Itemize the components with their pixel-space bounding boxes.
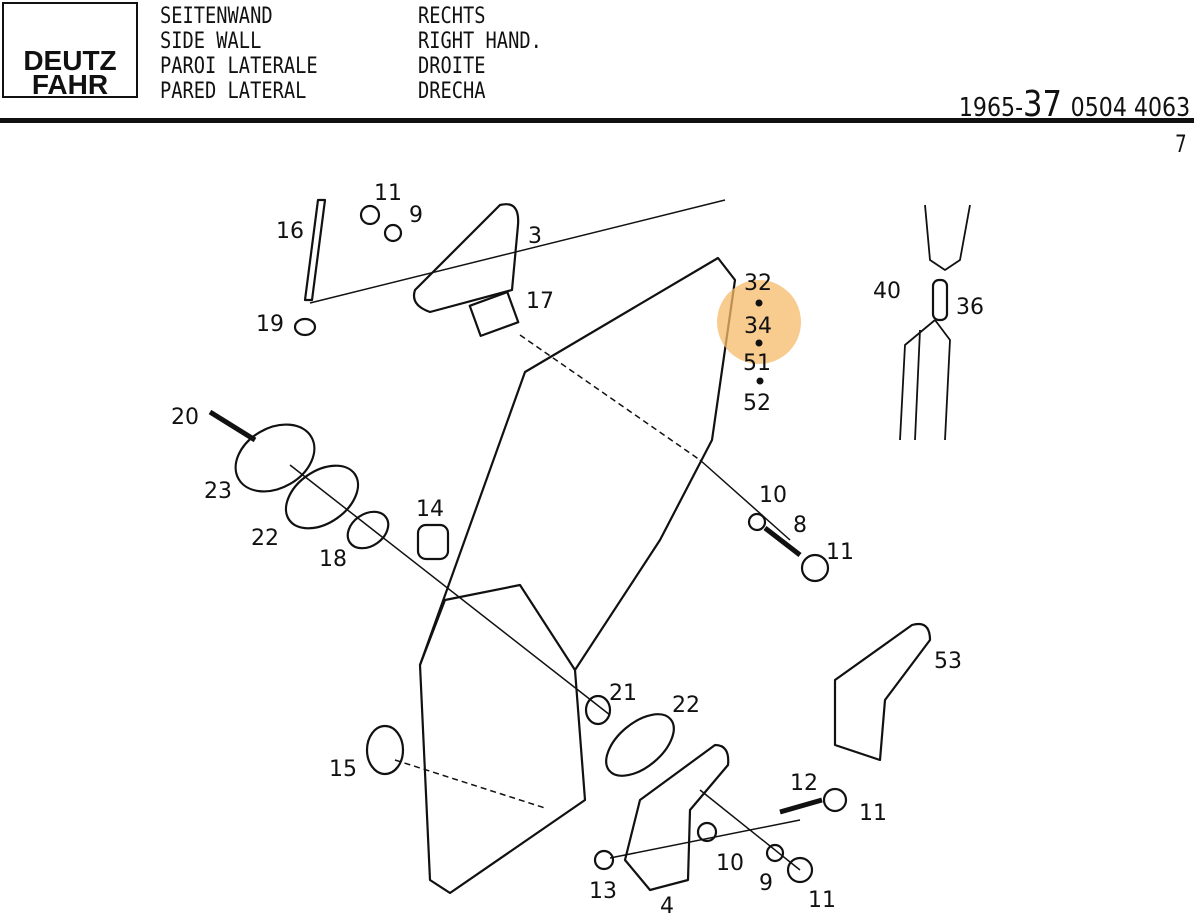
logo-line-1: DEUTZ (23, 45, 117, 76)
seal-dot-32 (755, 299, 763, 307)
nut-11c (822, 787, 848, 813)
strut-end-36 (931, 278, 949, 322)
callout-11[interactable]: 11 (808, 888, 836, 913)
deutz-fahr-logo: DEUTZ FAHR (2, 2, 138, 100)
title-block: SEITENWAND SIDE WALL PAROI LATERALE PARE… (160, 4, 318, 104)
washer-10b (696, 821, 718, 843)
nut-11 (359, 204, 381, 226)
callout-14[interactable]: 14 (416, 497, 444, 522)
rubber-insert-17 (468, 291, 520, 337)
title-en: SIDE WALL (160, 29, 262, 54)
cap-nut-11 (800, 553, 830, 583)
side-de: RECHTS (418, 4, 486, 29)
panel-lower-section (418, 583, 576, 671)
callout-10[interactable]: 10 (716, 851, 744, 876)
grommet-15 (365, 724, 405, 776)
leader-line (309, 199, 726, 304)
callout-8[interactable]: 8 (793, 513, 807, 538)
axis-line (519, 334, 701, 461)
callout-52[interactable]: 52 (743, 391, 771, 416)
clip-19 (293, 317, 317, 337)
bracket-53 (833, 622, 932, 762)
axis-line (699, 459, 791, 541)
highlight-marker (717, 280, 801, 364)
callout-23[interactable]: 23 (204, 479, 232, 504)
bolt-8 (763, 526, 802, 557)
callout-10[interactable]: 10 (759, 483, 787, 508)
callout-32[interactable]: 32 (744, 271, 772, 296)
callout-53[interactable]: 53 (934, 649, 962, 674)
callout-34[interactable]: 34 (744, 314, 772, 339)
washer-9b (765, 843, 785, 863)
bush-21 (584, 694, 612, 726)
rubber-pad-22 (284, 464, 360, 530)
callout-21[interactable]: 21 (609, 681, 637, 706)
callout-18[interactable]: 18 (319, 547, 347, 572)
callout-17[interactable]: 17 (526, 289, 554, 314)
logo-line-2: FAHR (31, 69, 109, 100)
callout-11[interactable]: 11 (859, 801, 887, 826)
bush-14 (416, 523, 450, 561)
callout-9[interactable]: 9 (409, 203, 423, 228)
washer-plate-23 (234, 423, 316, 493)
callout-20[interactable]: 20 (171, 405, 199, 430)
axis-line (394, 759, 546, 809)
callout-22[interactable]: 22 (251, 526, 279, 551)
callout-15[interactable]: 15 (329, 757, 357, 782)
header-rule (0, 118, 1194, 123)
side-wall-panel (418, 256, 737, 895)
axis-line (609, 819, 801, 859)
pin-16 (303, 198, 327, 302)
axis-line (289, 464, 611, 716)
side-es: DRECHA (418, 79, 486, 104)
washer-9 (383, 223, 403, 243)
callout-16[interactable]: 16 (276, 219, 304, 244)
axis-line (699, 789, 801, 871)
callout-12[interactable]: 12 (790, 771, 818, 796)
bolt-12 (779, 797, 823, 815)
callout-9[interactable]: 9 (759, 871, 773, 896)
callout-11[interactable]: 11 (826, 540, 854, 565)
title-de: SEITENWAND (160, 4, 273, 29)
washer-10 (747, 512, 767, 532)
callout-labels: 1611931917323451524036202322181410811532… (171, 181, 984, 918)
title-es: PARED LATERAL (160, 79, 307, 104)
callout-51[interactable]: 51 (743, 351, 771, 376)
callout-36[interactable]: 36 (956, 295, 984, 320)
callout-11[interactable]: 11 (374, 181, 402, 206)
callout-40[interactable]: 40 (873, 279, 901, 304)
side-block: RECHTS RIGHT HAND. DROITE DRECHA (418, 4, 542, 104)
side-fr: DROITE (418, 54, 486, 79)
seal-dot-34 (755, 339, 763, 347)
seal-dot-51 (756, 377, 764, 385)
rubber-pad-22b (605, 713, 675, 777)
side-en: RIGHT HAND. (418, 29, 542, 54)
callout-19[interactable]: 19 (256, 312, 284, 337)
callout-22[interactable]: 22 (672, 693, 700, 718)
callout-3[interactable]: 3 (528, 224, 542, 249)
hinge-bracket-4 (623, 743, 730, 892)
gas-strut (899, 204, 971, 441)
nut-13 (593, 849, 615, 871)
bolt-20 (208, 409, 257, 443)
callout-4[interactable]: 4 (660, 894, 674, 918)
title-fr: PAROI LATERALE (160, 54, 318, 79)
spacer-18 (346, 510, 390, 550)
cap-nut-11b (786, 856, 814, 884)
hinge-bracket-3 (412, 203, 520, 314)
callout-13[interactable]: 13 (589, 879, 617, 904)
page-number: 7 (1175, 130, 1187, 158)
